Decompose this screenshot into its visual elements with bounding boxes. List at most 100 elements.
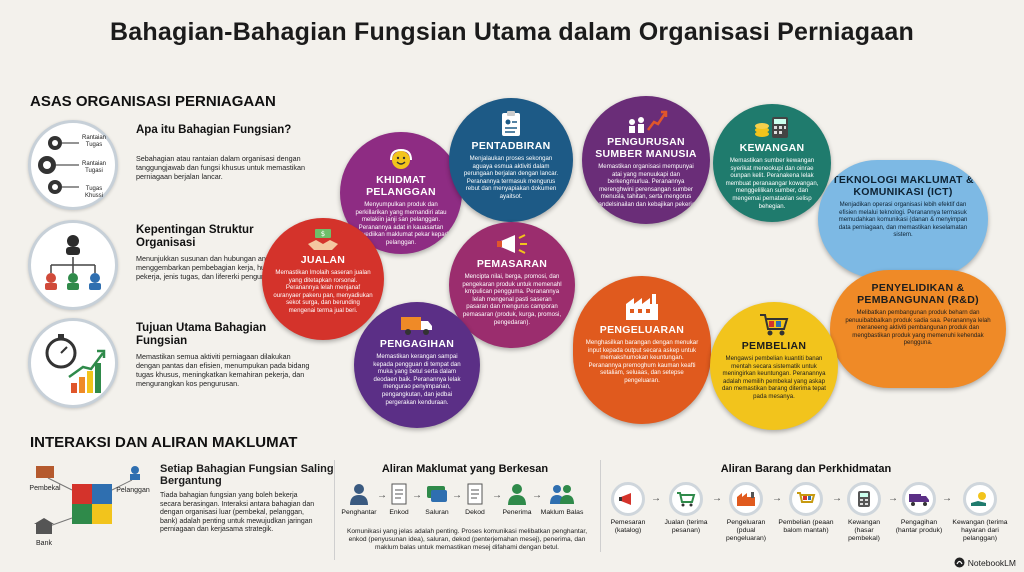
arrow-icon: →	[452, 490, 462, 501]
flow-step-maklum-balas: Maklum Balas	[538, 482, 586, 517]
document-icon	[467, 483, 483, 505]
flow-step-enkod: Enkod	[384, 482, 414, 517]
card-title: Apa itu Bahagian Fungsian?	[136, 124, 292, 136]
dept-name: KHIDMAT PELANGGAN	[366, 174, 436, 198]
shopping-cart-icon	[760, 314, 789, 336]
dept-name: PENGAGIHAN	[379, 338, 455, 350]
stopwatch-chart-icon-circle	[28, 318, 118, 408]
asas-heading: ASAS ORGANISASI PERNIAGAAN	[30, 93, 276, 110]
dept-desc: Melibatkan pembangunan produk beharn dan…	[845, 309, 991, 347]
dept-desc: Memastikan kerangan sampai kepada penggu…	[373, 353, 461, 406]
goods-step-jualan: Jualan (terima pesanan)	[658, 482, 714, 535]
dept-kewangan: KEWANGAN Memastikan sumber kewangan syer…	[713, 104, 831, 222]
dept-penyelidikan-pembangunan: PENYELIDIKAN & PEMBANGUNAN (R&D) Melibat…	[830, 270, 1006, 388]
channel-icon	[427, 486, 447, 502]
aliran-maklumat-panel	[334, 460, 594, 560]
megaphone-icon	[497, 234, 527, 254]
label-rantaian-tugas: Rantaian Tugas	[81, 135, 107, 148]
label-pelanggan: Pelanggan	[116, 487, 150, 494]
handshake-money-icon: $	[308, 229, 338, 250]
coins-calculator-icon	[755, 117, 788, 138]
cart-icon	[669, 482, 703, 516]
arrow-icon: →	[888, 493, 898, 504]
dept-desc: Memastikan lmolaih saseran jualan yang d…	[273, 269, 373, 314]
arrow-icon: →	[712, 493, 722, 504]
label-rantaian-tugasi: Rantaian Tugasi	[81, 161, 107, 174]
card-text: Menunjukkan susunan dan hubungan antara …	[136, 254, 312, 281]
interaksi-title: Setiap Bahagian Fungsian Saling Bergantu…	[160, 463, 334, 487]
person-icon	[508, 484, 526, 505]
arrow-icon: →	[492, 490, 502, 501]
interaksi-text: Tiada bahagian fungsian yang boleh beker…	[160, 492, 315, 534]
dept-desc: Menyumpulkan produk dan perkillarikan ya…	[350, 201, 452, 246]
dept-ict: TEKNOLOGI MAKLUMAT & KOMUNIKASI (ICT) Me…	[818, 160, 988, 278]
gears-icon-circle: Rantaian Tugas Rantaian Tugasi Tugas Khu…	[28, 120, 118, 210]
puzzle-network-icon	[34, 466, 140, 534]
goods-step-kewangan: Kewangan (hasar pembekal)	[838, 482, 890, 543]
arrow-icon: →	[942, 493, 952, 504]
stopwatch-chart-icon	[45, 334, 106, 393]
arrow-icon: →	[832, 493, 842, 504]
notebooklm-logo-icon	[954, 557, 965, 568]
dept-pengagihan: PENGAGIHAN Memastikan kerangan sampai ke…	[354, 302, 480, 428]
goods-step-label: Kewangan (hasar pembekal)	[847, 519, 881, 542]
calculator-icon	[847, 482, 881, 516]
flow-step-label: Penghantar	[341, 509, 377, 516]
dept-jualan: $ JUALAN Memastikan lmolaih saseran jual…	[262, 218, 384, 340]
dept-pengeluaran: PENGELUARAN Menghasilkan barangan dengan…	[573, 276, 711, 424]
hand-coin-icon	[963, 482, 997, 516]
card-text: Memastikan semua aktiviti perniagaan dil…	[136, 352, 310, 388]
dept-desc: Mengawsi pembelian kuantiti banan mentah…	[722, 355, 826, 400]
dept-name: PEMBELIAN	[741, 340, 807, 352]
arrow-icon: →	[532, 490, 542, 501]
person-icon	[350, 484, 368, 505]
dept-name: PEMASARAN	[476, 258, 548, 270]
aliran-maklumat-caption: Komunikasi yang jelas adalah penting. Pr…	[346, 528, 588, 552]
truck-icon	[902, 482, 936, 516]
dept-desc: Menjadikan operasi organisasi lebih efek…	[838, 201, 968, 239]
goods-step-pembelian: Pembelian (peaan balom mantah)	[778, 482, 834, 535]
goods-step-pemesaran: Pemesaran (katalog)	[602, 482, 654, 535]
dept-pengurusan-sumber-manusia: PENGURUSAN SUMBER MANUSIA Memastikan org…	[582, 96, 710, 224]
dept-name: PENGELUARAN	[599, 324, 685, 336]
dept-name: TEKNOLOGI MAKLUMAT & KOMUNIKASI (ICT)	[832, 174, 974, 198]
card-title: Tujuan Utama Bahagian Fungsian	[136, 322, 267, 347]
card-bahagian-fungsian: Rantaian Tugas Rantaian Tugasi Tugas Khu…	[28, 120, 318, 212]
brand-label: NotebookLM	[967, 557, 1016, 568]
factory-icon	[626, 294, 658, 320]
card-tujuan-utama: Tujuan Utama Bahagian Fungsian Memastika…	[28, 318, 318, 410]
arrow-icon: →	[377, 490, 387, 501]
aliran-maklumat-title: Aliran Maklumat yang Berkesan	[381, 463, 549, 475]
dept-desc: Memastikan sumber kewangan syerikat mene…	[725, 157, 819, 210]
page-title: Bahagian-Bahagian Fungsian Utama dalam O…	[110, 18, 914, 46]
people-growth-icon	[629, 110, 668, 133]
label-bank: Bank	[36, 540, 52, 547]
goods-step-label: Pengeluaran (pdual pengeluaran)	[725, 519, 767, 542]
arrow-icon: →	[412, 490, 422, 501]
flow-step-penghantar: Penghantar	[338, 482, 380, 517]
flow-step-saluran: Saluran	[420, 482, 454, 517]
aliran-barang-panel	[600, 460, 1010, 552]
svg-text:$: $	[321, 230, 325, 238]
delivery-truck-icon	[401, 317, 432, 335]
card-struktur-organisasi: Kepentingan Struktur Organisasi Menunjuk…	[28, 220, 318, 312]
goods-step-pengagihan: Pengagihan (hantar produk)	[894, 482, 944, 535]
factory-icon	[729, 482, 763, 516]
goods-step-label: Jualan (terima pesanan)	[664, 519, 708, 534]
flow-step-label: Saluran	[425, 509, 449, 516]
gears-icon	[38, 136, 79, 194]
goods-step-kewangan-terima: Kewangan (terima hayaran dari pelanggan)	[948, 482, 1012, 543]
dept-pentadbiran: PENTADBIRAN Menjalaukan proses sekongan …	[449, 98, 573, 222]
org-chart-icon	[45, 235, 101, 290]
dept-desc: Menjalaukan proses sekongan aguaya esmua…	[463, 155, 559, 200]
dept-name: JUALAN	[300, 254, 346, 266]
flow-step-label: Penerima	[502, 509, 532, 516]
org-chart-icon-circle	[28, 220, 118, 310]
dept-name: KEWANGAN	[739, 142, 805, 154]
dept-desc: Mencipta nilai, berga, promosi, dan peng…	[462, 273, 562, 326]
arrow-icon: →	[651, 493, 661, 504]
clipboard-icon	[502, 111, 520, 136]
label-pembekal: Pembekal	[29, 485, 61, 492]
goods-step-label: Kewangan (terima hayaran dari pelanggan)	[952, 519, 1008, 542]
goods-step-label: Pemesaran (katalog)	[610, 519, 646, 534]
